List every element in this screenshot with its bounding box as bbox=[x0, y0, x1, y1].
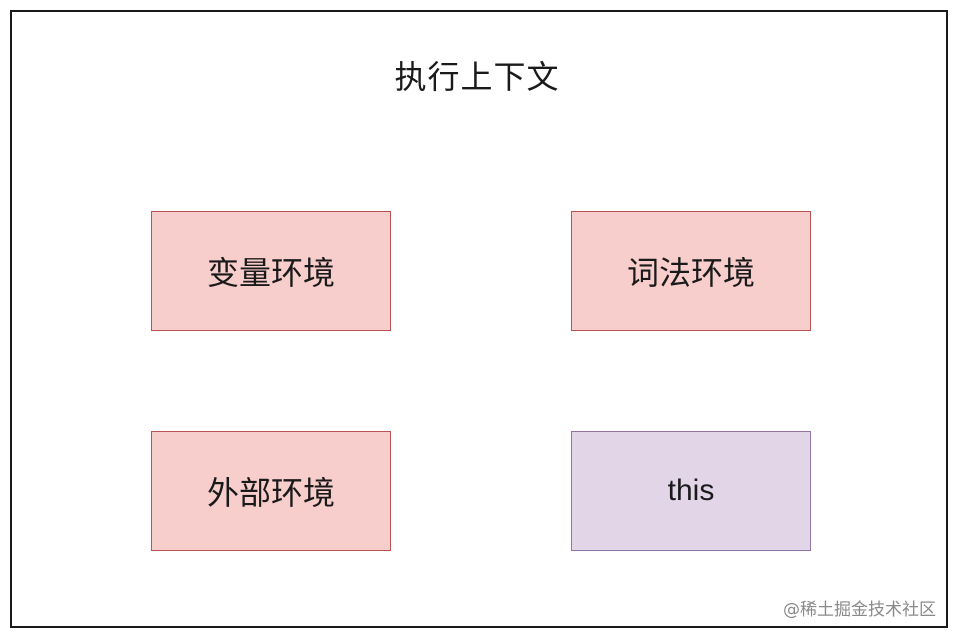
this-binding-label: this bbox=[667, 474, 715, 507]
variable-environment-box: 变量环境 bbox=[151, 211, 391, 331]
lexical-environment-box: 词法环境 bbox=[571, 211, 811, 331]
outer-environment-box: 外部环境 bbox=[151, 431, 391, 551]
diagram-title: 执行上下文 bbox=[394, 58, 560, 96]
outer-environment-label: 外部环境 bbox=[206, 474, 335, 512]
this-binding-box: this bbox=[571, 431, 811, 551]
watermark: @稀土掘金技术社区 bbox=[783, 600, 936, 620]
variable-environment-label: 变量环境 bbox=[206, 254, 335, 292]
lexical-environment-label: 词法环境 bbox=[626, 254, 755, 292]
